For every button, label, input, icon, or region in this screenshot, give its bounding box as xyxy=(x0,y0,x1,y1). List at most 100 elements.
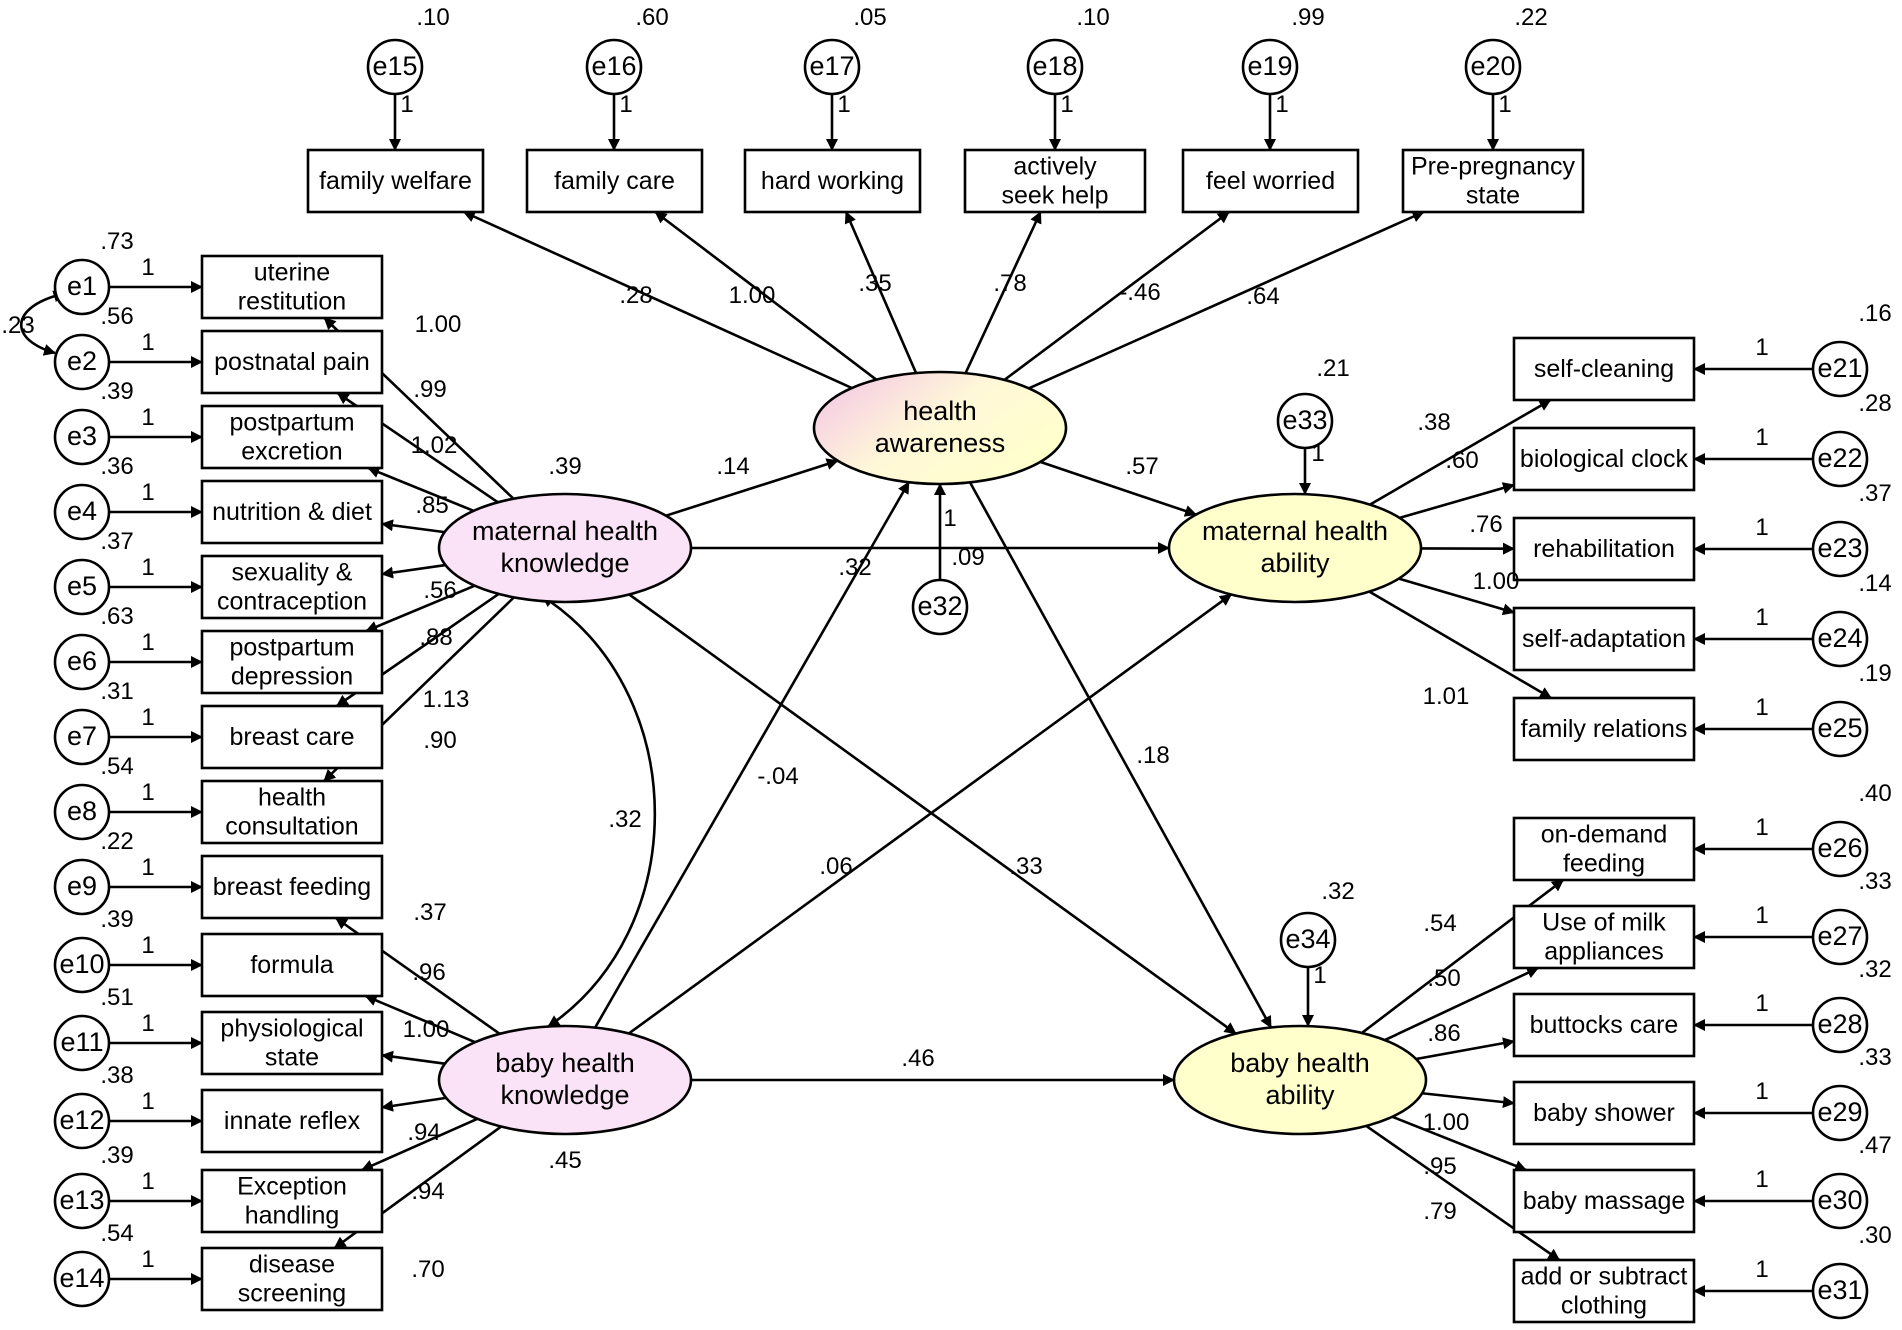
loading-label-mk_bc: 1.13 xyxy=(423,686,470,713)
error-e12 xyxy=(53,1092,111,1150)
path-label-bk-ma: .06 xyxy=(819,853,852,880)
path-bk-o_ps xyxy=(381,1050,446,1066)
weight-label-e2: 1 xyxy=(141,329,154,356)
error-e20 xyxy=(1464,38,1522,96)
indicator-box-o_bf xyxy=(200,854,384,920)
loading-label-ba_bma: 1.00 xyxy=(1423,1109,1470,1136)
variance-label-bk: .45 xyxy=(548,1147,581,1174)
path-label-mk-ha: .14 xyxy=(716,453,749,480)
indicator-box-o_frl xyxy=(1512,696,1696,762)
variance-label-e10: .39 xyxy=(100,906,133,933)
path-ba-o_uma xyxy=(1384,966,1540,1042)
indicator-box-o_pn xyxy=(200,329,384,395)
indicator-box-o_odf xyxy=(1512,816,1696,882)
variance-label-mk: .39 xyxy=(548,453,581,480)
indicator-box-o_uma xyxy=(1512,904,1696,970)
loading-label-ba_asc: .95 xyxy=(1423,1153,1456,1180)
path-ha-o_fw xyxy=(462,210,853,390)
weight-label-e32: 1 xyxy=(943,505,956,532)
error-label-e15: e15 xyxy=(372,51,417,81)
path-mk-o_nd xyxy=(381,519,445,534)
variance-label-e34: .32 xyxy=(1321,878,1354,905)
variance-label-e19: .99 xyxy=(1291,4,1324,31)
error-label-e20: e20 xyxy=(1470,51,1515,81)
weight-label-e4: 1 xyxy=(141,479,154,506)
weight-label-e22: 1 xyxy=(1755,424,1768,451)
indicator-box-o_bma xyxy=(1512,1168,1696,1234)
indicator-box-o_btc xyxy=(1512,992,1696,1058)
error-e9 xyxy=(53,858,111,916)
indicator-box-o_pp xyxy=(1401,148,1585,214)
path-ha-o_fwo xyxy=(1003,210,1230,381)
indicator-box-o_reh xyxy=(1512,516,1696,582)
indicator-box-o_pd xyxy=(200,629,384,695)
error-e33 xyxy=(1276,392,1334,450)
error-e32 xyxy=(911,578,969,636)
indicator-box-o_scl xyxy=(1512,336,1696,402)
indicator-box-o_as xyxy=(963,148,1147,214)
variance-label-e6: .63 xyxy=(100,603,133,630)
error-e21 xyxy=(1811,340,1869,398)
path-mk-o_sc xyxy=(381,563,446,579)
indicator-box-o_hc xyxy=(200,779,384,845)
indicator-box-o_eh xyxy=(200,1168,384,1234)
loading-label-ma_reh: .76 xyxy=(1469,511,1502,538)
error-e11 xyxy=(53,1014,111,1072)
loading-label-mk_pe: 1.02 xyxy=(411,432,458,459)
error-label-e21: e21 xyxy=(1817,353,1862,383)
variance-label-e16: .60 xyxy=(635,4,668,31)
error-label-e28: e28 xyxy=(1817,1009,1862,1039)
loading-label-ha_as: .78 xyxy=(993,270,1026,297)
indicator-label-o_hw: hard working xyxy=(761,167,904,195)
error-label-e9: e9 xyxy=(67,871,97,901)
latent-ha xyxy=(812,370,1068,486)
error-label-e18: e18 xyxy=(1032,51,1077,81)
indicator-box-o_pe xyxy=(200,404,384,470)
error-label-e10: e10 xyxy=(59,949,104,979)
indicator-label-o_nd: nutrition & diet xyxy=(212,498,372,526)
error-e17 xyxy=(803,38,861,96)
weight-label-e8: 1 xyxy=(141,779,154,806)
error-label-e31: e31 xyxy=(1817,1275,1862,1305)
weight-label-e12: 1 xyxy=(141,1088,154,1115)
indicator-box-o_fc xyxy=(525,148,704,214)
error-e25 xyxy=(1811,700,1869,758)
error-label-e1: e1 xyxy=(67,271,97,301)
indicator-label-o_pn: postnatal pain xyxy=(214,348,370,376)
variance-label-e29: .33 xyxy=(1858,1044,1891,1071)
path-ha-o_as xyxy=(964,211,1042,374)
error-label-e26: e26 xyxy=(1817,833,1862,863)
indicator-label-o_sad: self-adaptation xyxy=(1522,625,1686,653)
weight-label-e16: 1 xyxy=(619,91,632,118)
covariance-label-mk-bk: .32 xyxy=(608,806,641,833)
latent-bk xyxy=(437,1024,693,1136)
indicator-box-o_bsh xyxy=(1512,1080,1696,1146)
path-label-mk-ba: .33 xyxy=(1009,853,1042,880)
loading-label-bk_eh: .94 xyxy=(407,1119,440,1146)
loading-label-ba_uma: .50 xyxy=(1427,965,1460,992)
loading-label-ma_sad: 1.00 xyxy=(1473,568,1520,595)
weight-label-e20: 1 xyxy=(1498,91,1511,118)
error-e2 xyxy=(53,333,111,391)
loading-label-ha_pp: .64 xyxy=(1246,283,1279,310)
error-label-e30: e30 xyxy=(1817,1185,1862,1215)
indicator-label-o_fo: formula xyxy=(250,951,333,979)
error-e31 xyxy=(1811,1262,1869,1320)
path-ha-o_fc xyxy=(654,210,878,381)
error-label-e34: e34 xyxy=(1285,924,1330,954)
variance-label-e7: .31 xyxy=(100,678,133,705)
variance-label-e12: .38 xyxy=(100,1062,133,1089)
path-mk-ha xyxy=(665,458,839,517)
loading-label-bk_ds: .94 xyxy=(411,1178,444,1205)
loading-label-ha_hw: .35 xyxy=(858,270,891,297)
